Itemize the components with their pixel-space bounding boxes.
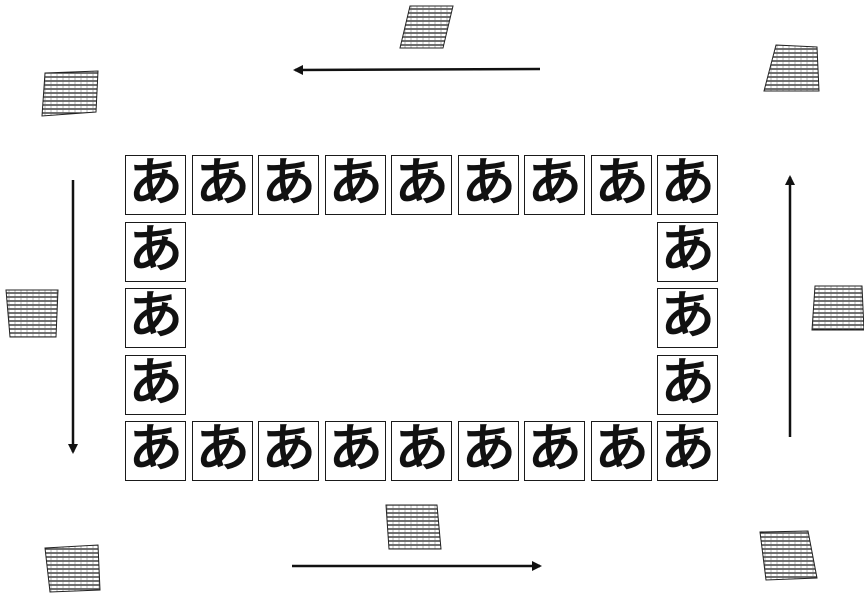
glyph-tile-bottom: あ (125, 421, 186, 481)
glyph-char: あ (591, 421, 652, 481)
glyph-tile-bottom: あ (657, 421, 718, 481)
texture-patch-bottom (386, 505, 441, 549)
glyph-char: あ (391, 421, 452, 481)
glyph-tile-bottom: あ (524, 421, 585, 481)
glyph-char: あ (192, 421, 253, 481)
glyph-char: あ (125, 355, 186, 415)
glyph-char: あ (657, 288, 718, 348)
glyph-tile-left: あ (125, 355, 186, 415)
glyph-tile-bottom: あ (258, 421, 319, 481)
glyph-tile-left: あ (125, 288, 186, 348)
glyph-char: あ (657, 222, 718, 282)
texture-patch-top (400, 6, 453, 48)
glyph-tile-top: あ (391, 155, 452, 215)
glyph-char: あ (657, 355, 718, 415)
glyph-char: あ (657, 421, 718, 481)
glyph-tile-top: あ (524, 155, 585, 215)
glyph-tile-bottom: あ (458, 421, 519, 481)
glyph-char: あ (125, 421, 186, 481)
glyph-char: あ (458, 421, 519, 481)
glyph-char: あ (125, 288, 186, 348)
glyph-tile-top: あ (125, 155, 186, 215)
glyph-char: あ (325, 421, 386, 481)
texture-patch-top-right (764, 45, 819, 91)
glyph-char: あ (125, 222, 186, 282)
glyph-tile-right: あ (657, 355, 718, 415)
glyph-char: あ (524, 421, 585, 481)
glyph-tile-bottom: あ (391, 421, 452, 481)
glyph-tile-bottom: あ (192, 421, 253, 481)
glyph-tile-bottom: あ (591, 421, 652, 481)
glyph-char: あ (458, 155, 519, 215)
glyph-char: あ (325, 155, 386, 215)
glyph-tile-right: あ (657, 222, 718, 282)
glyph-char: あ (258, 155, 319, 215)
texture-patch-bottom-right (760, 531, 817, 580)
glyph-char: あ (391, 155, 452, 215)
glyph-char: あ (657, 155, 718, 215)
glyph-tile-top: あ (458, 155, 519, 215)
glyph-tile-top: あ (258, 155, 319, 215)
texture-patch-right (812, 286, 864, 330)
glyph-char: あ (524, 155, 585, 215)
glyph-tile-bottom: あ (325, 421, 386, 481)
glyph-char: あ (258, 421, 319, 481)
arrow-top-left (295, 69, 540, 70)
glyph-tile-top: あ (192, 155, 253, 215)
glyph-tile-top: あ (657, 155, 718, 215)
glyph-char: あ (192, 155, 253, 215)
texture-patch-top-left (42, 71, 98, 116)
glyph-char: あ (591, 155, 652, 215)
glyph-tile-top: あ (591, 155, 652, 215)
glyph-char: あ (125, 155, 186, 215)
texture-patch-bottom-left (45, 545, 100, 592)
glyph-tile-left: あ (125, 222, 186, 282)
texture-patch-left (6, 290, 58, 337)
glyph-tile-top: あ (325, 155, 386, 215)
glyph-tile-right: あ (657, 288, 718, 348)
